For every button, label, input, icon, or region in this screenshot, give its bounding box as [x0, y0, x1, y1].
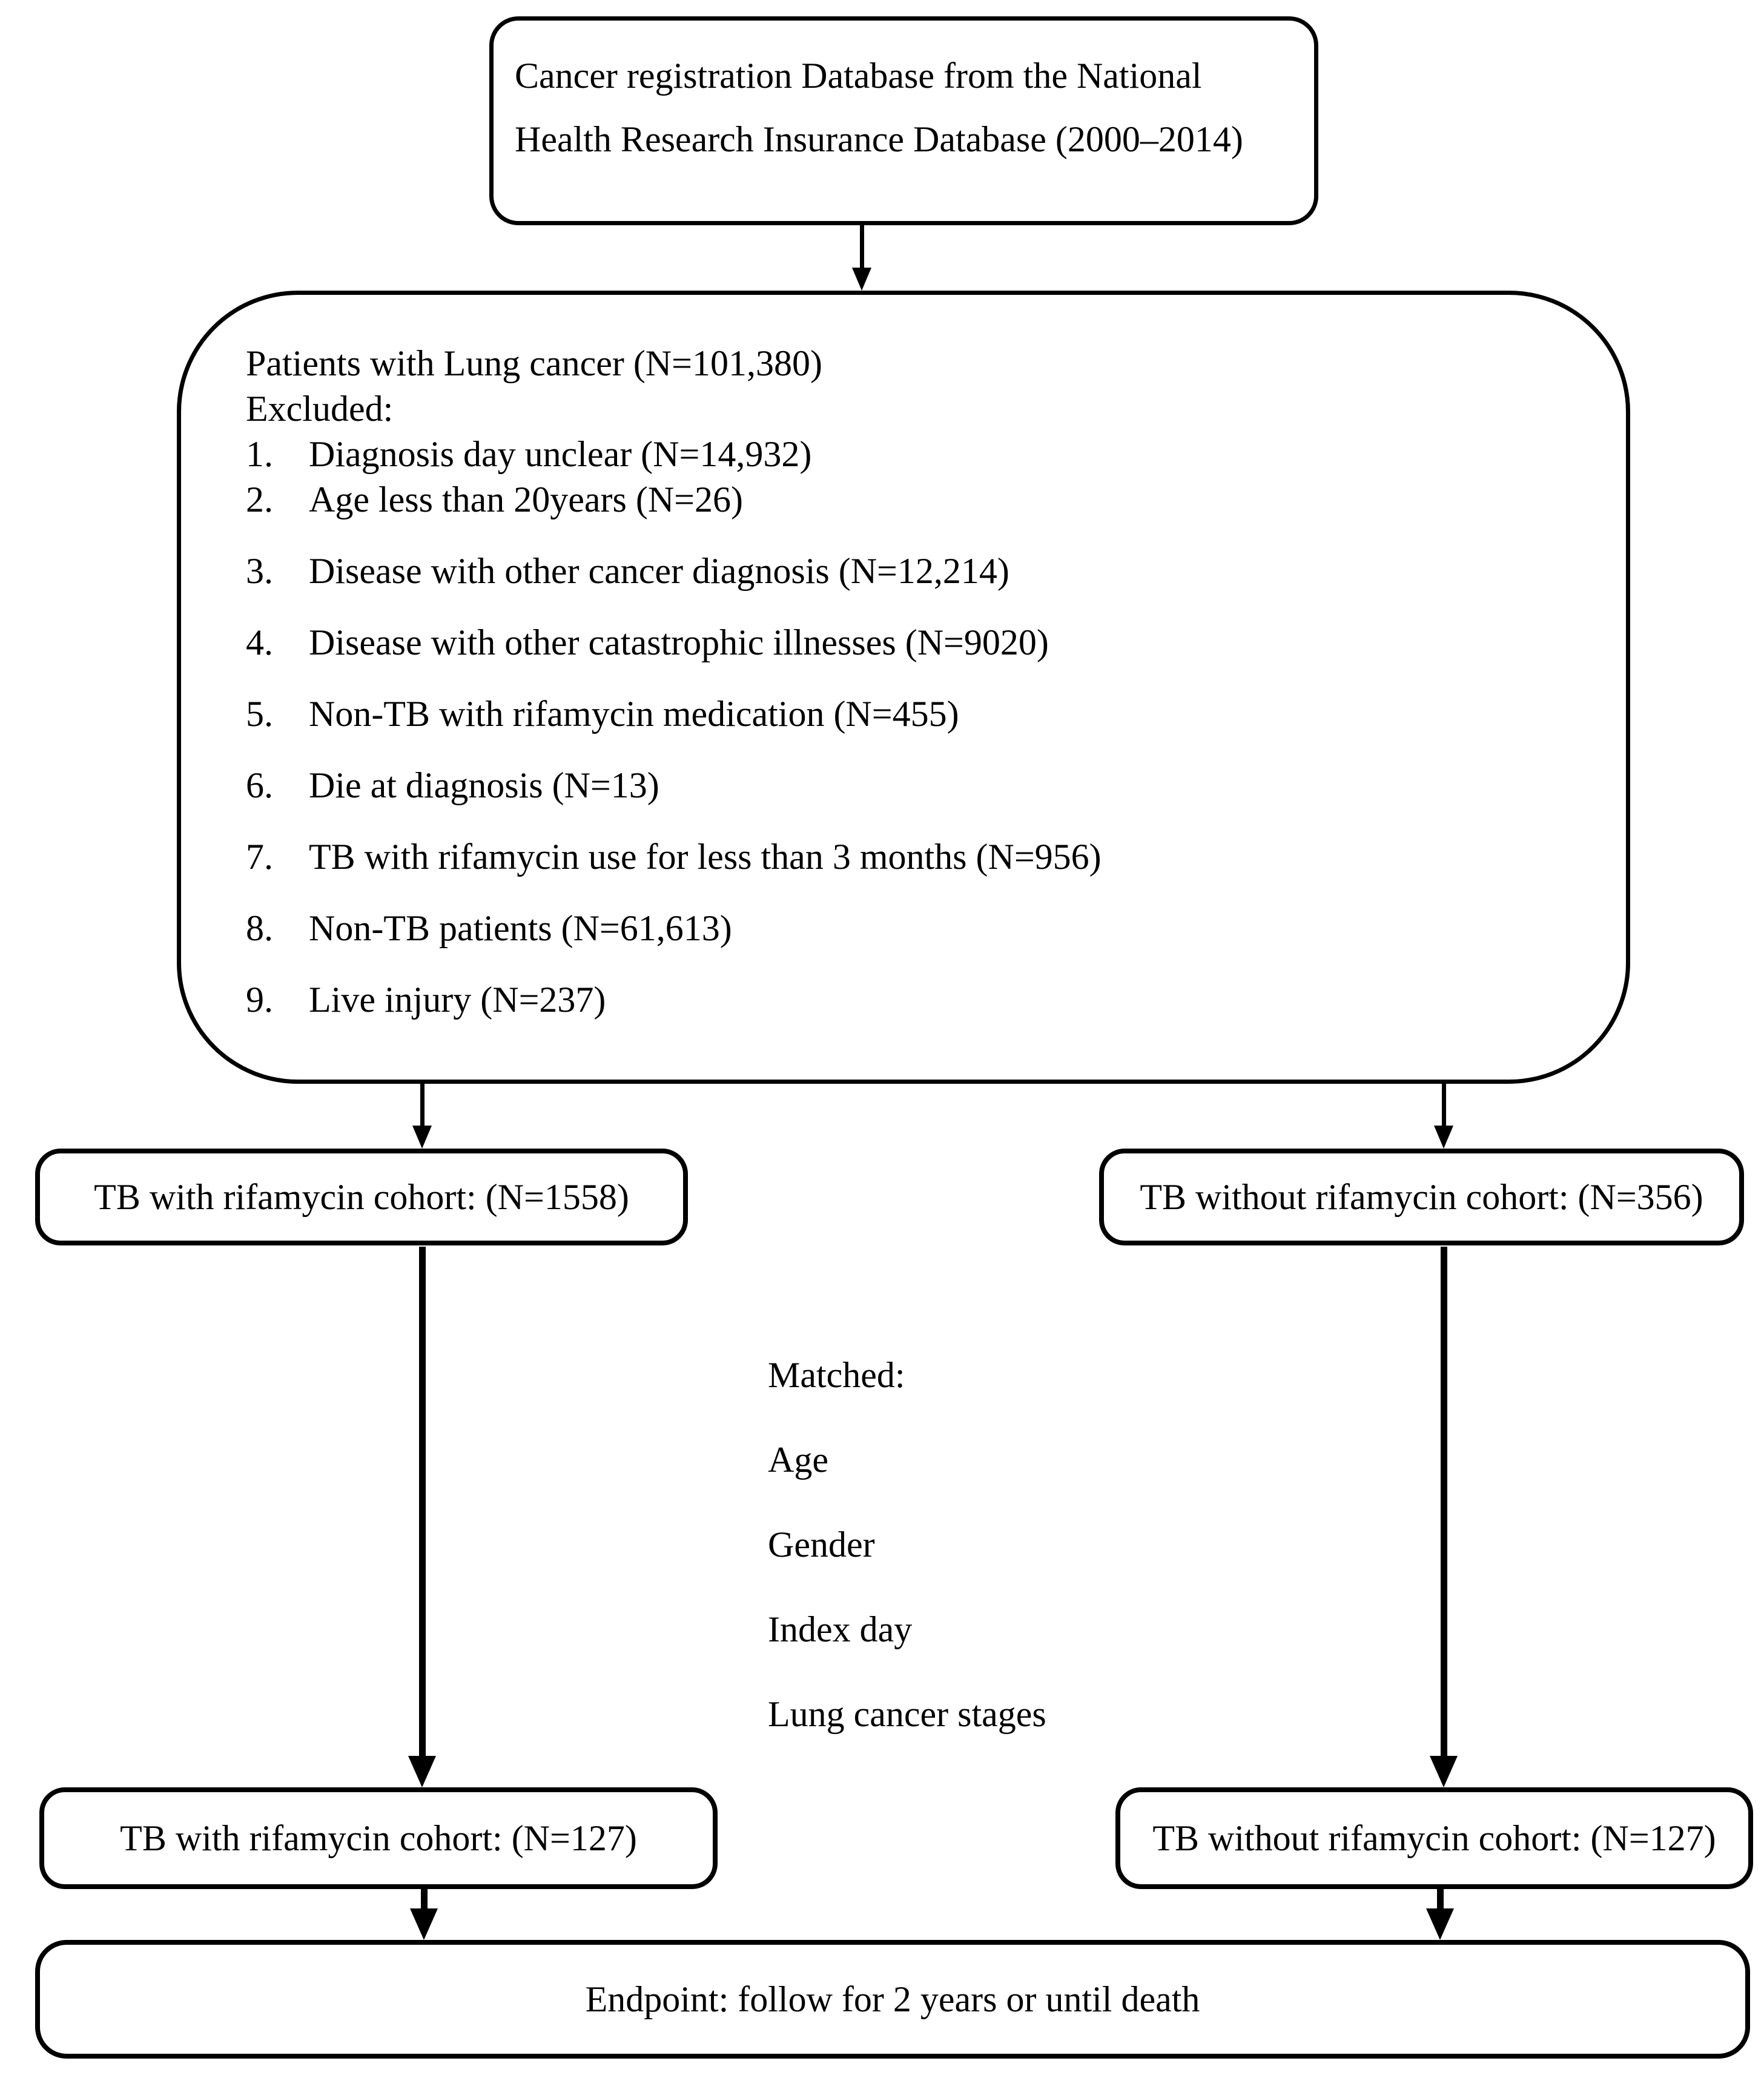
exclusion-subtitle: Excluded: [246, 389, 394, 429]
exclusion-item-1: 1. Diagnosis day unclear (N=14,932) [246, 432, 1590, 477]
arrow-head-icon [410, 1908, 438, 1940]
exclusion-item-number: 8. [246, 908, 273, 948]
exclusion-item-3: 3. Disease with other cancer diagnosis (… [246, 549, 1590, 594]
exclusion-item-number: 7. [246, 837, 273, 877]
exclusion-item-9: 9. Live injury (N=237) [246, 977, 1590, 1023]
arrow-shaft [1441, 1084, 1446, 1126]
exclusion-item-7: 7. TB with rifamycin use for less than 3… [246, 834, 1590, 880]
exclusion-item-label: Diagnosis day unclear (N=14,932) [309, 434, 812, 474]
arrow-shaft [420, 1084, 424, 1126]
no-rifamycin-cohort-initial-box: TB without rifamycin cohort: (N=356) [1099, 1149, 1744, 1245]
exclusion-box: Patients with Lung cancer (N=101,380) Ex… [177, 291, 1630, 1084]
arrow-exclusion-to-rifamycin-cohort [404, 1084, 440, 1149]
arrow-shaft [859, 225, 864, 268]
exclusion-title: Patients with Lung cancer (N=101,380) [246, 343, 822, 383]
arrow-rifamycin-to-matched [404, 1247, 440, 1787]
exclusion-item-number: 2. [246, 480, 273, 519]
exclusion-item-number: 9. [246, 980, 273, 1020]
matched-criterion-lung-cancer-stages: Lung cancer stages [768, 1694, 1046, 1734]
exclusion-item-8: 8. Non-TB patients (N=61,613) [246, 906, 1590, 951]
exclusion-item-2: 2. Age less than 20years (N=26) [246, 477, 1590, 523]
arrow-rifamycin-to-endpoint [406, 1889, 442, 1940]
matching-criteria: Matched: Age Gender Index day Lung cance… [768, 1353, 1046, 1776]
exclusion-item-number: 5. [246, 694, 273, 734]
endpoint-label: Endpoint: follow for 2 years or until de… [585, 1979, 1200, 2019]
exclusion-item-4: 4. Disease with other catastrophic illne… [246, 620, 1590, 665]
arrow-no-rifamycin-to-matched [1425, 1247, 1462, 1787]
exclusion-item-label: Live injury (N=237) [309, 980, 606, 1020]
no-rifamycin-cohort-matched-box: TB without rifamycin cohort: (N=127) [1115, 1787, 1753, 1889]
matched-title: Matched: [768, 1355, 905, 1395]
arrow-shaft [420, 1889, 428, 1909]
exclusion-item-label: Non-TB patients (N=61,613) [309, 908, 732, 948]
source-database-line-2: Health Research Insurance Database (2000… [515, 119, 1243, 159]
arrow-head-icon [1434, 1126, 1453, 1149]
endpoint-box: Endpoint: follow for 2 years or until de… [35, 1940, 1750, 2059]
arrow-shaft [418, 1247, 426, 1756]
exclusion-item-5: 5. Non-TB with rifamycin medication (N=4… [246, 691, 1590, 737]
exclusion-item-label: Disease with other catastrophic illnesse… [309, 622, 1049, 662]
exclusion-item-number: 6. [246, 765, 273, 805]
rifamycin-cohort-matched-box: TB with rifamycin cohort: (N=127) [39, 1787, 718, 1889]
exclusion-item-label: Disease with other cancer diagnosis (N=1… [309, 551, 1009, 591]
exclusion-item-6: 6. Die at diagnosis (N=13) [246, 763, 1590, 808]
arrow-no-rifamycin-to-endpoint [1422, 1889, 1458, 1940]
matched-criterion-gender: Gender [768, 1525, 875, 1565]
source-database-box: Cancer registration Database from the Na… [489, 16, 1318, 225]
arrow-head-icon [1426, 1908, 1454, 1940]
no-rifamycin-cohort-initial-label: TB without rifamycin cohort: (N=356) [1140, 1177, 1703, 1217]
rifamycin-cohort-matched-label: TB with rifamycin cohort: (N=127) [120, 1818, 637, 1858]
matched-criterion-age: Age [768, 1440, 828, 1480]
exclusion-item-label: Non-TB with rifamycin medication (N=455) [309, 694, 959, 734]
matched-criterion-index-day: Index day [768, 1609, 913, 1649]
no-rifamycin-cohort-matched-label: TB without rifamycin cohort: (N=127) [1152, 1818, 1716, 1858]
arrow-head-icon [412, 1126, 432, 1149]
source-database-line-1: Cancer registration Database from the Na… [515, 56, 1202, 96]
exclusion-item-number: 3. [246, 551, 273, 591]
rifamycin-cohort-initial-label: TB with rifamycin cohort: (N=1558) [94, 1177, 629, 1217]
rifamycin-cohort-initial-box: TB with rifamycin cohort: (N=1558) [35, 1149, 688, 1245]
exclusion-item-label: Die at diagnosis (N=13) [309, 765, 659, 805]
arrow-shaft [1436, 1889, 1444, 1909]
arrow-head-icon [1430, 1756, 1458, 1787]
arrow-shaft [1440, 1247, 1447, 1756]
exclusion-item-number: 4. [246, 622, 273, 662]
arrow-head-icon [408, 1756, 436, 1787]
arrow-head-icon [852, 268, 871, 291]
exclusion-item-number: 1. [246, 434, 273, 474]
exclusion-item-label: TB with rifamycin use for less than 3 mo… [309, 837, 1102, 877]
exclusion-item-label: Age less than 20years (N=26) [309, 480, 743, 519]
arrow-exclusion-to-no-rifamycin-cohort [1425, 1084, 1462, 1149]
arrow-source-to-exclusion [844, 225, 880, 291]
